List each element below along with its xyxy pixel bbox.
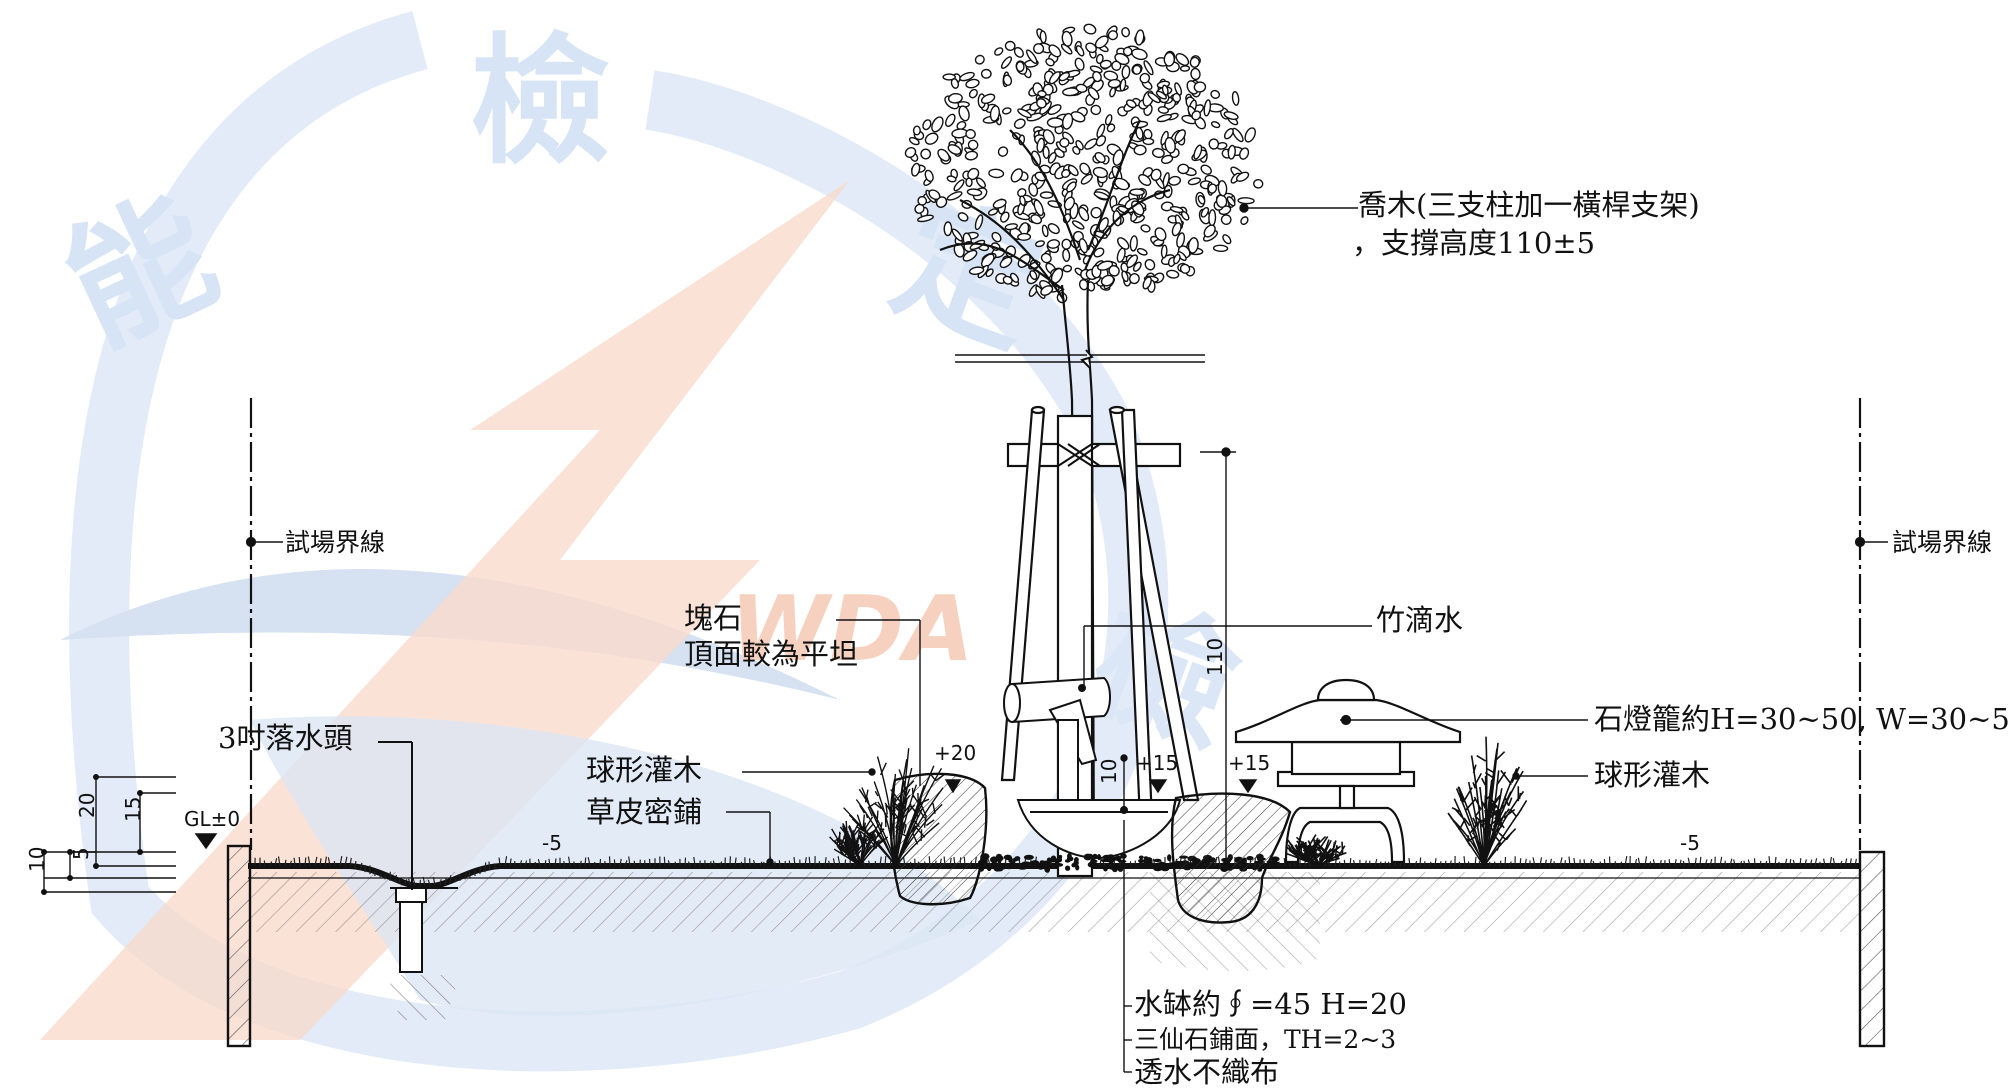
boundary-label-left: 試場界線 [285,528,385,557]
lantern-label: 石燈籠約H=30~50, W=30~50 [1594,702,2008,736]
boundary-lines [245,398,1888,850]
tree-trunk [939,119,1171,861]
dimensions-left [41,774,218,895]
watermark-mark: WDA [730,577,974,682]
drain [378,741,460,1020]
wall-right [1858,850,1886,1048]
height-110: 110 [1203,638,1227,676]
tree-label: 喬木(三支柱加一橫桿支架) [1358,188,1700,222]
leaders [726,203,1588,1073]
shrub-left [829,748,947,867]
soil-hatch [248,872,1860,932]
level-plus15a: +15 [1136,751,1178,775]
level-minus5-left: -5 [542,831,562,855]
bamboo-label: 竹滴水 [1376,603,1463,637]
drain-label: 3吋落水頭 [218,721,352,755]
stone-lantern [1234,678,1462,864]
level-markers [944,447,1258,871]
watermark-arc [69,11,1169,1072]
turf-label: 草皮密鋪 [586,795,702,829]
gl-marker-icon [194,833,218,850]
dim-20: 20 [75,793,99,818]
lantern-cap [1316,678,1376,702]
wall-left [226,844,252,1048]
dim-5: 5 [69,847,93,860]
shrub-right [1285,736,1528,867]
fabric-label: 透水不織布 [1134,1055,1279,1089]
lantern-base [1284,806,1406,864]
boundary-label-right: 試場界線 [1892,528,1992,557]
bamboo-post [1057,719,1079,813]
shrub-label-right: 球形灌木 [1594,758,1710,792]
level-10: 10 [1097,759,1121,784]
level-marker-plus15a [1148,779,1168,794]
dim-10: 10 [25,847,49,872]
watermark-flame [40,180,850,1040]
tree [904,23,1264,861]
level-plus15b: +15 [1228,751,1270,775]
tree-support-label: ，支撐高度110±5 [1352,226,1595,260]
shrub-label-left: 球形灌木 [586,753,702,787]
bamboo-spout [1003,676,1111,813]
gl-level: GL±0 [184,807,240,831]
turf-surface [248,863,1860,889]
basin-label: 水缽約∮=45 H=20 [1134,987,1407,1021]
walls [226,844,1886,1048]
dim-15: 15 [121,797,145,822]
lantern-light-box [1290,740,1402,776]
ground [248,855,1860,972]
rocks [889,772,1292,924]
level-marker-plus15b [1238,779,1258,794]
level-plus20: +20 [934,741,976,765]
gravel-label: 三仙石鋪面，TH=2~3 [1134,1025,1396,1054]
watermark-char-1: 檢 [470,21,610,184]
rock-right [1170,792,1292,924]
level-minus5-right: -5 [1680,831,1700,855]
level-marker-plus20 [944,779,962,794]
rock-label-line2: 頂面較為平坦 [684,637,858,671]
rock-label-line1: 塊石 [684,601,742,635]
